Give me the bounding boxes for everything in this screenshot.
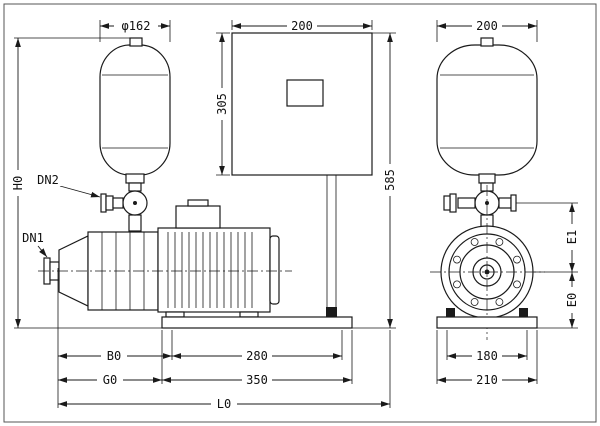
side-flange-plate <box>449 193 457 213</box>
pipe-lower <box>128 214 142 232</box>
dim-280: 280 <box>172 349 342 363</box>
dim-tank-diameter: φ162 <box>99 19 171 42</box>
dim-panel-height: 305 <box>215 32 230 176</box>
g0-label: G0 <box>103 373 117 387</box>
gauge-assembly-front <box>443 182 517 228</box>
dim-e1: E1 <box>516 202 579 273</box>
tank-bottom-fitting-front <box>478 173 496 184</box>
base-front <box>436 308 538 329</box>
side-pipe <box>457 197 476 209</box>
anchor-bolt-left <box>446 308 455 317</box>
motor-foot-right <box>239 311 259 318</box>
tank-body <box>99 44 171 176</box>
gauge-center <box>133 201 137 205</box>
pump-front <box>430 185 545 340</box>
base-plate-front <box>436 316 538 329</box>
dim-h0: H0 <box>11 37 162 329</box>
tank-bottom-fitting <box>125 173 145 184</box>
dim-180: 180 <box>447 349 527 363</box>
e0-label: E0 <box>565 293 579 307</box>
cabinet-stand-pole <box>326 175 337 308</box>
dim-g0: G0 <box>58 373 162 387</box>
tank-width-label: 200 <box>476 19 498 33</box>
motor-foot-left <box>165 311 185 318</box>
expansion-tank-front <box>436 37 538 184</box>
dim-350: 350 <box>162 373 352 387</box>
pressure-gauge-assembly <box>100 182 148 232</box>
panel-height-label: 305 <box>215 93 229 115</box>
motor-end-cap <box>269 235 280 305</box>
dim-210: 210 <box>437 373 537 387</box>
base-plate <box>161 316 353 329</box>
right-view <box>430 37 545 340</box>
discharge-flange-hub <box>105 195 114 211</box>
dim-tank-width: 200 <box>436 19 538 42</box>
dim-210-label: 210 <box>476 373 498 387</box>
anchor-bolt <box>326 307 337 317</box>
control-display <box>286 79 324 107</box>
label-dn2: DN2 <box>34 173 101 198</box>
tank-seams-front <box>440 74 534 149</box>
motor-fins <box>167 232 253 308</box>
discharge-flange-plate <box>100 193 107 213</box>
b0-label: B0 <box>107 349 121 363</box>
base-plate-side <box>161 307 353 329</box>
l0-label: L0 <box>217 397 231 411</box>
dim-panel-width: 200 <box>231 19 373 33</box>
tank-top-nipple <box>129 37 143 47</box>
pump-motor-side <box>38 199 292 318</box>
h0-label: H0 <box>11 176 25 190</box>
tank-body-front <box>436 44 538 176</box>
control-box <box>231 32 373 308</box>
dimensions: φ162 200 305 585 <box>11 19 579 411</box>
anchor-bolt-right <box>519 308 528 317</box>
total-height-label: 585 <box>383 169 397 191</box>
dim-l0: L0 <box>58 397 390 411</box>
tank-seams <box>102 74 168 149</box>
drawing-border <box>3 3 597 423</box>
label-dn1: DN1 <box>19 231 48 258</box>
gauge-center-front <box>485 201 489 205</box>
tank-diameter-label: φ162 <box>122 19 151 33</box>
terminal-box-lid <box>187 199 209 207</box>
terminal-box <box>175 205 221 229</box>
dim-b0: B0 <box>58 349 172 363</box>
control-cabinet <box>231 32 373 176</box>
bolt-holes <box>453 238 521 306</box>
dim-280-label: 280 <box>246 349 268 363</box>
dn2-label: DN2 <box>37 173 59 187</box>
discharge-pipe-stub <box>112 197 124 209</box>
panel-width-label: 200 <box>291 19 313 33</box>
right-fitting <box>498 197 512 209</box>
dim-350-label: 350 <box>246 373 268 387</box>
bottom-extension-lines-right <box>436 330 538 384</box>
tank-top-nipple-front <box>480 37 494 47</box>
dim-180-label: 180 <box>476 349 498 363</box>
side-flange-hub <box>443 195 451 211</box>
e1-label: E1 <box>565 230 579 244</box>
dn1-label: DN1 <box>22 231 44 245</box>
dim-e0: E0 <box>537 272 579 329</box>
pipe-upper <box>128 182 142 192</box>
expansion-tank-side <box>99 37 171 184</box>
left-view <box>38 32 373 329</box>
dim-total-height: 585 <box>352 32 397 329</box>
right-fitting-cap <box>510 194 517 212</box>
